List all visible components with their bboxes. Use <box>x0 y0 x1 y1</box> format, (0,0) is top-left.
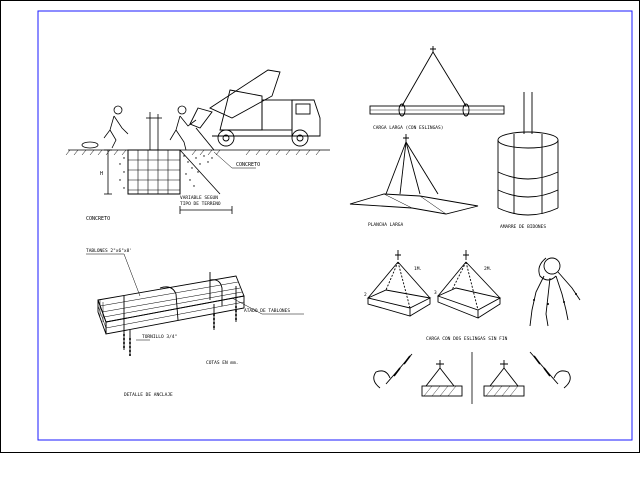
plank-load-label: PLANCHA LARGA <box>368 222 404 228</box>
concrete-label: CONCRETO <box>236 162 260 168</box>
concreting-scene <box>65 69 330 214</box>
concreting-title: CONCRETO <box>86 216 110 222</box>
sling-load-label: CARGA CON DOS ESLINGAS SIN FIN <box>426 336 508 342</box>
sling-count-1: 1M. <box>414 266 422 272</box>
corner-label-b: 3 <box>434 290 437 296</box>
vertical-dimension: H <box>100 171 103 177</box>
board-tie-label: ATADO DE TABLONES <box>244 308 290 314</box>
variable-note-line-1: VARIABLE SEGUN <box>180 195 218 201</box>
ground-hatch <box>65 149 321 156</box>
rebar-cage <box>128 150 180 194</box>
variable-note-line-2: TIPO DE TERRENO <box>180 201 221 207</box>
plank-load <box>349 134 479 215</box>
trench <box>127 149 181 195</box>
worker-right <box>169 105 197 151</box>
corner-label-a: 2 <box>364 292 367 298</box>
load-hatch <box>423 385 519 397</box>
soil-texture <box>119 155 213 189</box>
concrete-truck <box>189 69 321 151</box>
pipe-load <box>369 46 505 117</box>
stake-label: TORNILLO 3/4" <box>142 334 177 340</box>
drum-tie-label: AMARRE DE BIDONES <box>500 224 546 230</box>
drum-tie <box>497 92 559 216</box>
detail-title: DETALLE DE ANCLAJE <box>124 392 173 398</box>
worker-left <box>81 105 129 149</box>
sling-count-2: 2M. <box>484 266 492 272</box>
dims-note: COTAS EN mm. <box>206 360 239 366</box>
drawing-frame <box>37 10 633 441</box>
timber-bundle <box>86 253 304 356</box>
pipe-load-label: CARGA LARGA (CON ESLINGAS) <box>373 125 443 131</box>
board-bundle-label: TABLONES 2"x6"x8' <box>86 248 132 254</box>
sling-loads <box>366 250 581 404</box>
